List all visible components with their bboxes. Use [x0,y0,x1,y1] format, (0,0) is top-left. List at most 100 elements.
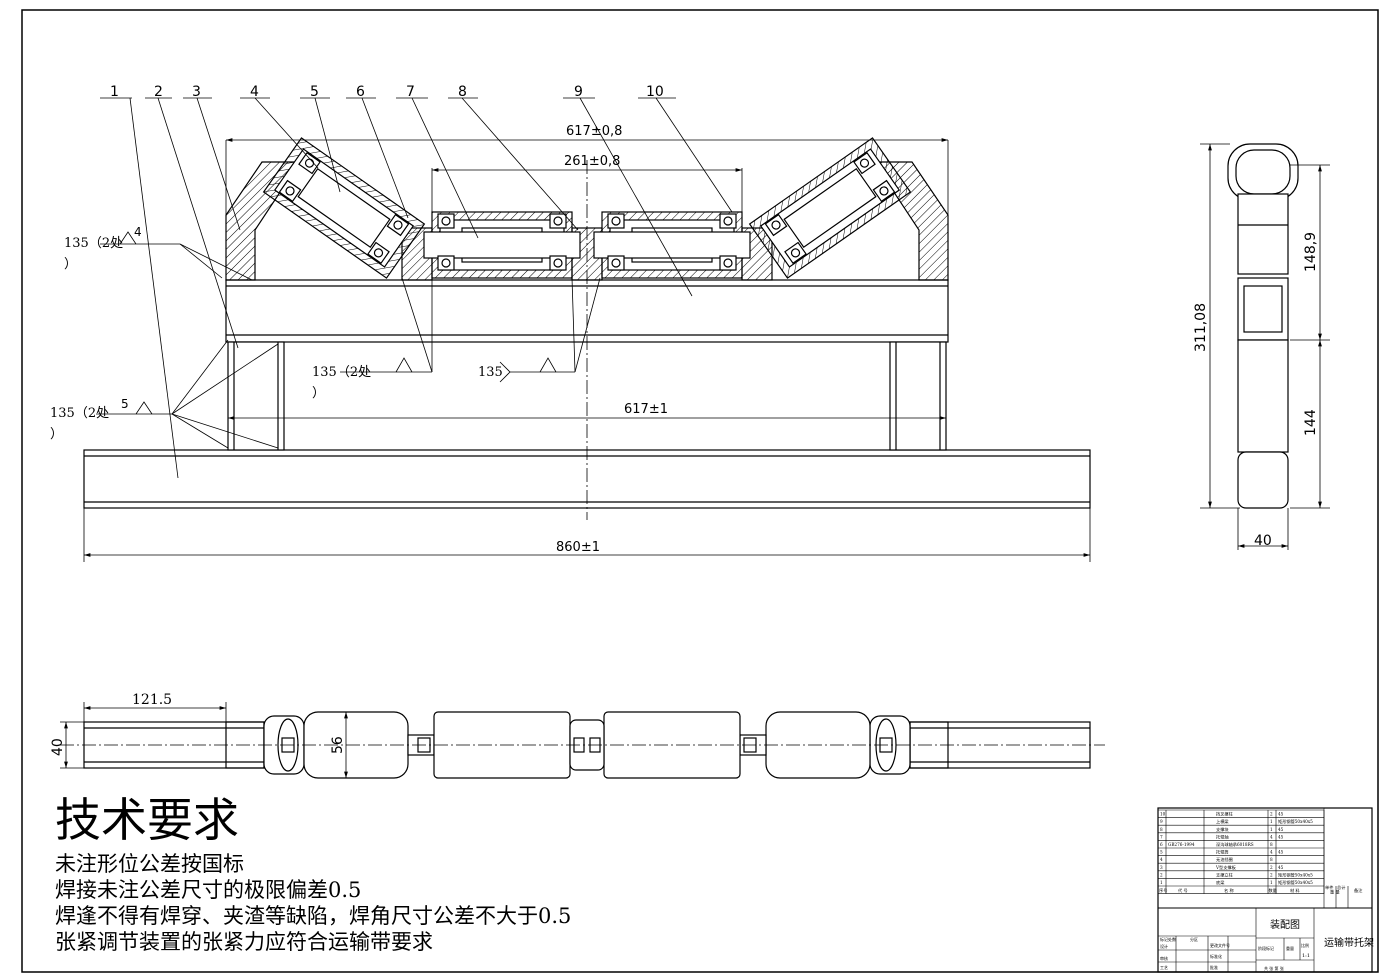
bom-no: 1 [1160,880,1163,885]
roller-inclined-left [262,137,426,279]
bom-no: 10 [1160,812,1166,817]
balloon-10: 10 [646,84,664,100]
requirement-item: 焊逢不得有焊穿、夹渣等缺陷，焊角尺寸公差不大于0.5 [55,904,572,928]
weld-note-2: 135（2处 [50,406,109,421]
bom-material: 矩形钢管50x40x5 [1278,818,1313,825]
bom-name: 底梁 [1216,879,1225,886]
bom-name: 托辊轴 [1216,833,1229,840]
support-column-right [889,341,947,451]
dim-end-length: 121.5 [132,692,172,708]
bom-no: 8 [1160,827,1163,832]
bom-qty: 2 [1270,812,1273,817]
bom-no: 4 [1160,857,1163,862]
bom-qty: 1 [1270,819,1273,824]
balloon-2: 2 [154,84,163,100]
bom-qty: 1 [1270,880,1273,885]
dim-width: 40 [1254,533,1272,549]
support-column-left [227,341,285,451]
drawing-type: 装配图 [1270,918,1300,931]
dim-roller: 56 [330,736,346,754]
bom-no: 2 [1160,872,1163,877]
bom-header-name: 名 称 [1224,887,1234,894]
dim-middle: 617±1 [624,402,668,417]
bom-code: GB276-1994 [1168,842,1195,847]
weld-note-1-close: ） [64,257,77,272]
bom-header-material: 材 料 [1290,887,1301,894]
front-view-labels: 1 2 3 4 5 6 7 8 9 10 617±0,8 261±0,8 617… [50,84,668,555]
drawing-frame [21,9,1379,973]
bom-no: 5 [1160,850,1163,855]
bom-qty: 4 [1270,850,1273,855]
requirement-item: 焊接未注公差尺寸的极限偏差0.5 [55,878,362,902]
weld-note-2-size: 5 [121,397,129,411]
title-block-labels: 装配图 运输带托架 1:1 标记 处数 分区 更改文件号 设计 标准化 阶段标记… [1160,918,1374,971]
bom-material: 矩形钢管50x40x5 [1278,879,1313,886]
top-view-labels: 121.5 40 56 [50,692,346,756]
roller-inclined-right [748,137,912,279]
bom-header-remark: 备注 [1354,887,1363,894]
bom-name: 托辊筒 [1216,849,1229,856]
side-view [1200,143,1330,550]
label-mark: 标记 [1160,936,1168,942]
bom-header-total-weight: 总计 [1337,884,1345,891]
bom-name: 支撑立柱 [1216,871,1234,878]
label-standardize: 标准化 [1210,953,1222,959]
front-view [83,97,1091,562]
weld-note-2-close: ） [50,427,63,442]
bom-name: V型支撑板 [1215,864,1237,871]
balloon-7: 7 [406,84,415,100]
bom-name: 无油挡圈 [1216,856,1233,863]
dim-upper: 148,9 [1303,232,1319,272]
title-block [1157,807,1373,973]
balloon-4: 4 [250,84,259,100]
weld-note-1: 135（2处 [64,236,123,251]
side-view-labels: 311,08 148,9 144 40 [1193,232,1319,549]
balloon-6: 6 [356,84,365,100]
label-design: 设计 [1160,943,1168,949]
dim-top-outer: 617±0,8 [566,124,622,139]
bom-no: 3 [1160,865,1163,870]
bom-name: 上横梁 [1216,818,1229,825]
bom-header-qty: 数量 [1269,887,1277,894]
balloon-3: 3 [192,84,201,100]
bom-material: 矩形钢管50x40x5 [1278,871,1313,878]
top-view [60,702,1105,779]
bom-header-no: 序号 [1159,887,1167,894]
weld-note-4: 135 [478,365,503,380]
drawing-name: 运输带托架 [1324,936,1374,949]
bom-qty: 4 [1270,834,1273,839]
label-approve: 批准 [1210,964,1218,970]
balloon-5: 5 [310,84,319,100]
bom-header-unit-weight: 单件 [1325,884,1333,891]
dim-top-inner: 261±0,8 [564,154,620,169]
bom-header-code: 代 号 [1178,887,1188,894]
bom-name: 深沟球轴承6018RS [1216,841,1254,848]
requirement-item: 未注形位公差按国标 [55,852,244,876]
label-count: 处数 [1168,936,1176,942]
bom-qty: 2 [1270,865,1273,870]
dim-total-height: 311,08 [1193,303,1209,352]
leader-lines [100,97,733,479]
bom-no: 6 [1160,842,1163,847]
bom-name: 挡叉撑柱 [1216,811,1234,818]
bom-no: 9 [1160,819,1163,824]
label-scale: 比例 [1301,942,1309,948]
dim-lower: 144 [1303,409,1319,436]
dimension-lines [83,138,1091,562]
roller-center-left [423,211,581,279]
bom-qty: 8 [1270,842,1273,847]
bom-qty: 1 [1270,827,1273,832]
dim-bottom: 860±1 [556,540,600,555]
bom-no: 7 [1160,834,1163,839]
weld-symbol-lines [96,231,601,449]
bom-material: 45 [1278,812,1284,817]
dim-tube: 40 [50,738,66,756]
bom-qty: 2 [1270,872,1273,877]
bom-material: 45 [1278,827,1284,832]
label-check: 审核 [1160,955,1168,961]
bom-material: 45 [1278,834,1284,839]
bom-qty: 8 [1270,857,1273,862]
bom-name: 支撑块 [1216,826,1229,833]
technical-requirements-title: 技术要求 [55,793,239,847]
